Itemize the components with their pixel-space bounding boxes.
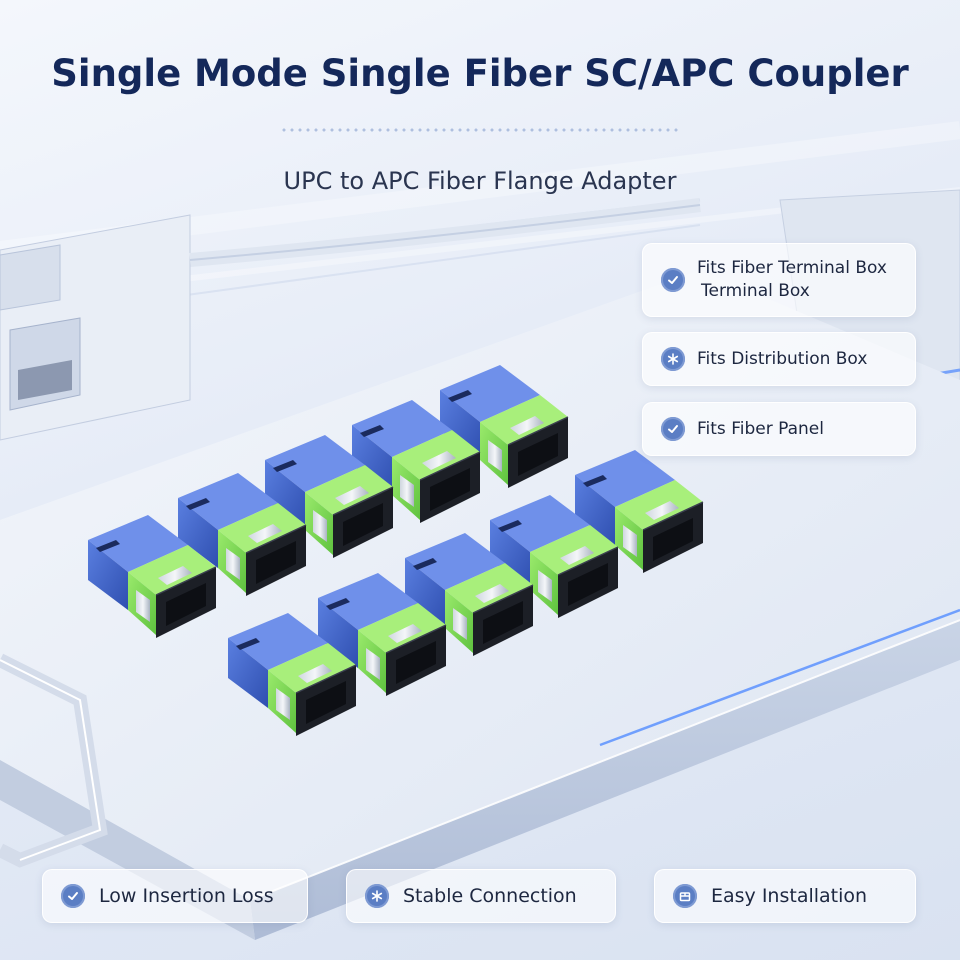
feature-label: Fits Distribution Box	[697, 348, 868, 369]
sc-apc-adapter	[88, 515, 217, 638]
feature-distribution-box: Fits Distribution Box	[642, 332, 916, 386]
network-device-left	[0, 198, 701, 441]
benefit-stable-connection: Stable Connection	[346, 869, 616, 923]
benefit-low-insertion-loss: Low Insertion Loss	[42, 869, 308, 923]
frame-bottom-left	[0, 653, 108, 868]
box-icon	[673, 884, 697, 908]
adapter-group	[88, 365, 704, 736]
feature-label: Fits Fiber Terminal Box Terminal Box	[697, 257, 887, 303]
sc-apc-adapter	[178, 473, 307, 596]
snowflake-icon	[661, 347, 685, 371]
feature-label: Fits Fiber Panel	[697, 418, 824, 439]
sc-apc-adapter	[352, 400, 481, 523]
check-icon	[61, 884, 85, 908]
check-icon	[661, 417, 685, 441]
feature-terminal-box: Fits Fiber Terminal Box Terminal Box	[642, 243, 916, 317]
snowflake-icon	[365, 884, 389, 908]
title-divider	[280, 128, 680, 132]
check-icon	[661, 268, 685, 292]
benefit-easy-installation: Easy Installation	[654, 869, 916, 923]
feature-label-line2: Terminal Box	[701, 281, 810, 301]
sc-apc-adapter	[318, 573, 447, 696]
sc-apc-adapter	[405, 533, 534, 656]
feature-label-line1: Fits Fiber Terminal Box	[697, 258, 887, 278]
sc-apc-adapter	[575, 450, 704, 573]
sc-apc-adapter	[440, 365, 569, 488]
benefit-label: Easy Installation	[711, 885, 868, 907]
sc-apc-adapter	[490, 495, 619, 618]
sc-apc-adapter	[228, 613, 357, 736]
benefit-label: Stable Connection	[403, 885, 577, 907]
benefit-label: Low Insertion Loss	[99, 885, 274, 907]
sc-apc-adapter	[265, 435, 394, 558]
page-title: Single Mode Single Fiber SC/APC Coupler	[51, 52, 909, 95]
feature-fiber-panel: Fits Fiber Panel	[642, 402, 916, 456]
page-subtitle: UPC to APC Fiber Flange Adapter	[283, 167, 677, 195]
